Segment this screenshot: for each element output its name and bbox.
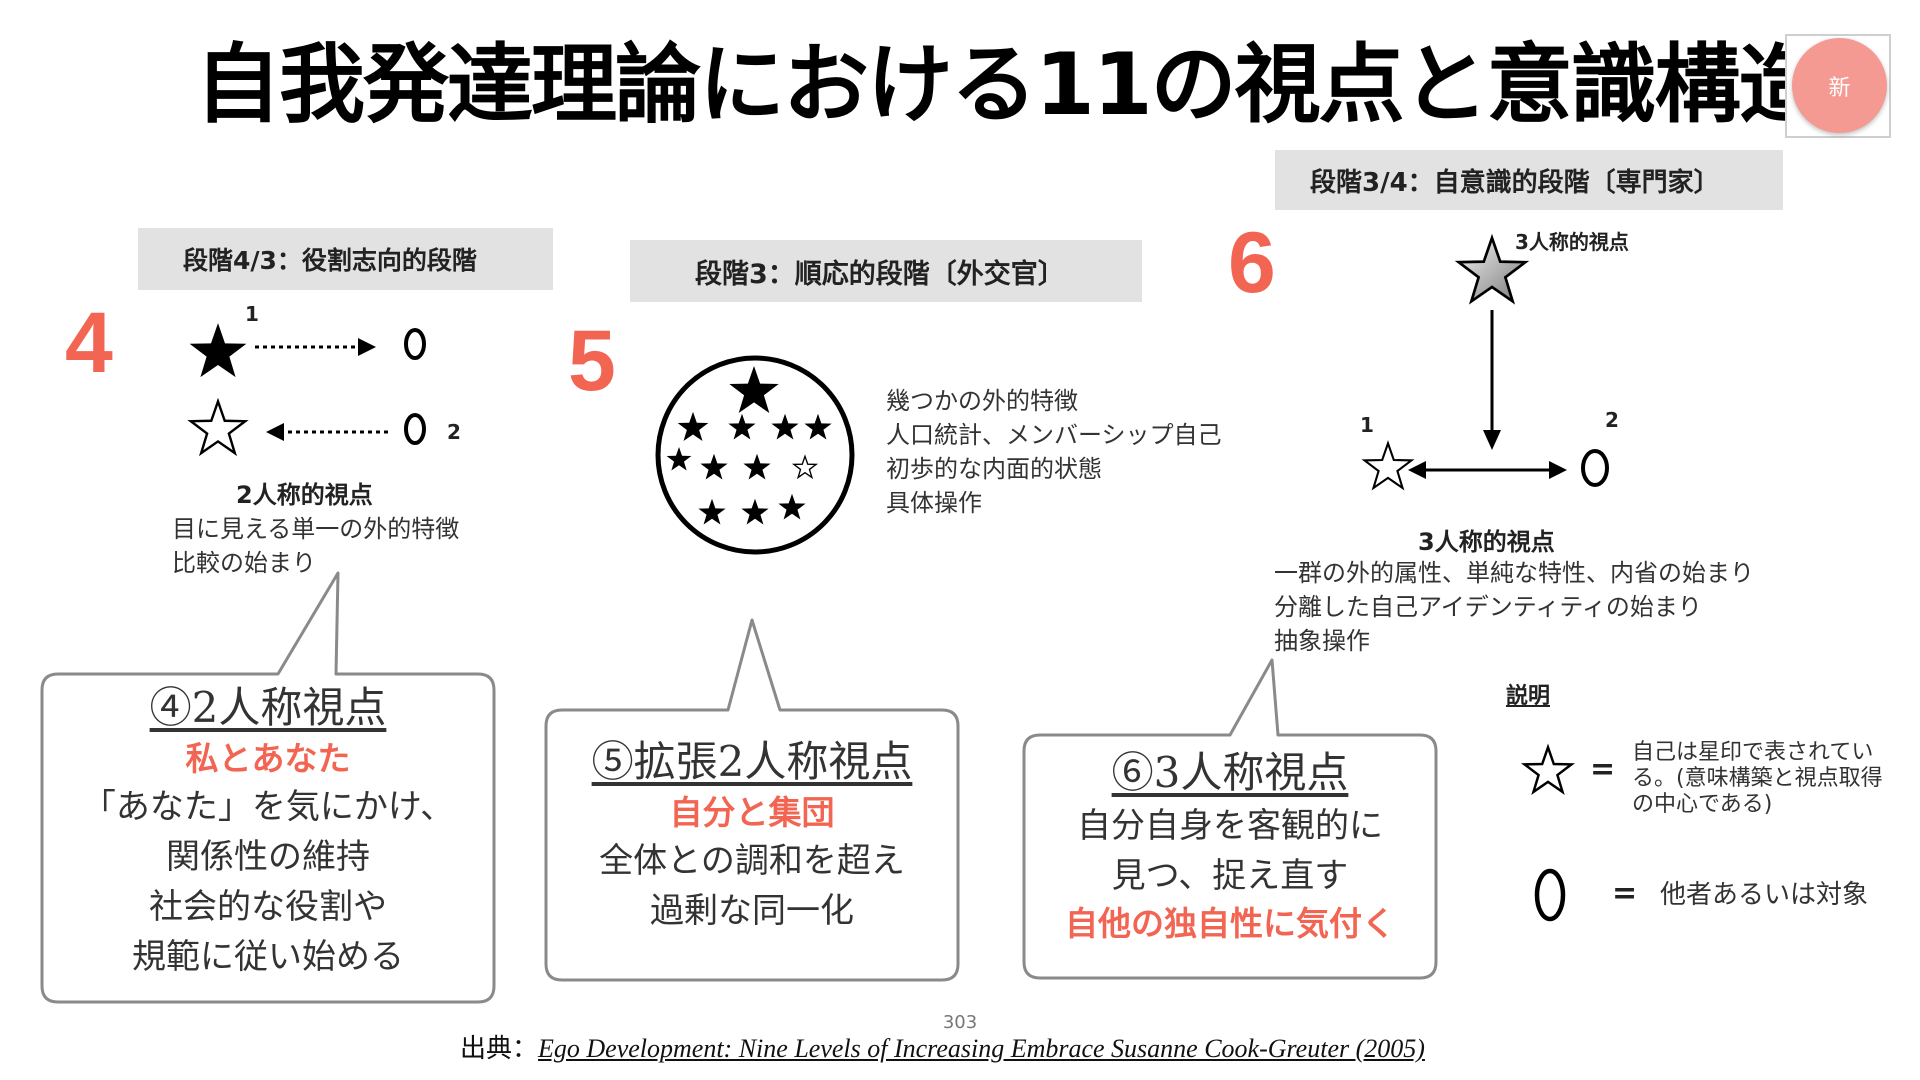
stage-6-line: 抽象操作 (1274, 627, 1370, 655)
star-icon (677, 411, 709, 442)
stage-6-description: 一群の外的属性、単純な特性、内省の始まり 分離した自己アイデンティティの始まり … (1274, 556, 1754, 658)
arrow-right-icon (1549, 461, 1567, 479)
callout-6-emphasis: 自他の独自性に気付く (1065, 904, 1395, 943)
callout-4-emphasis: 私とあなた (185, 739, 351, 778)
star-icon (771, 413, 799, 440)
stage-6-perspective-title: 3人称的視点 (1418, 528, 1555, 556)
marker-2-stage-4: 2 (447, 420, 461, 444)
stage-number-5: 5 (568, 313, 616, 409)
star-icon (700, 453, 728, 480)
filled-star-icon (189, 323, 247, 378)
group-circle (655, 355, 855, 555)
callout-4-line: 規範に従い始める (132, 937, 404, 977)
third-person-star-icon (1454, 233, 1530, 305)
circle-other-icon (404, 328, 426, 360)
stage-6-diagram (1361, 233, 1609, 491)
legend-circle-equals: = (1612, 876, 1638, 911)
marker-1-stage-4: 1 (245, 302, 259, 326)
stage-number-6: 6 (1228, 215, 1276, 311)
callout-6-line: 自分自身を客観的に (1077, 806, 1383, 846)
outline-star-icon (1361, 440, 1415, 491)
stage-4-description: 目に見える単一の外的特徴 比較の始まり (172, 512, 459, 580)
legend-star-line: る。(意味構築と視点取得 (1632, 766, 1883, 791)
arrow-down-icon (1483, 430, 1501, 450)
callout-6-heading: ⑥3人称視点 (1111, 748, 1349, 797)
legend-heading: 説明 (1506, 684, 1551, 709)
outline-star-icon (793, 455, 817, 479)
callout-5: ⑤拡張2人称視点 自分と集団 全体との調和を超え 過剰な同一化 (552, 734, 952, 936)
callout-5-heading: ⑤拡張2人称視点 (591, 737, 913, 786)
stage-label-6: 段階3/4：自意識的段階〔専門家〕 (1275, 150, 1783, 210)
stage-4-line: 目に見える単一の外的特徴 (172, 515, 460, 543)
page-number: 303 (942, 1012, 978, 1033)
stage-5-description: 幾つかの外的特徴 人口統計、メンバーシップ自己 初歩的な内面的状態 具体操作 (886, 384, 1222, 520)
legend-star-text: 自己は星印で表されてい る。(意味構築と視点取得 の中心である) (1632, 740, 1883, 818)
callout-6: ⑥3人称視点 自分自身を客観的に 見つ、捉え直す 自他の独自性に気付く (1030, 745, 1430, 947)
callout-4-line: 社会的な役割や (149, 887, 387, 927)
legend-circle-icon (1534, 868, 1566, 922)
top-perspective-label: 3人称的視点 (1515, 230, 1629, 254)
star-icon (778, 493, 806, 520)
legend-star-line: 自己は星印で表されてい (1632, 740, 1874, 765)
legend-star-equals: = (1590, 752, 1616, 787)
stage-5-star-group-diagram (655, 355, 855, 555)
page-title: 自我発達理論における11の視点と意識構造 (195, 35, 1825, 135)
legend-star-icon (1520, 743, 1576, 795)
arrow-left-icon (1408, 461, 1426, 479)
star-icon (728, 413, 756, 440)
stage-6-line: 分離した自己アイデンティティの始まり (1274, 593, 1702, 621)
star-icon (741, 498, 769, 525)
stage-5-line: 初歩的な内面的状態 (886, 455, 1102, 483)
star-icon (743, 453, 771, 480)
source-citation: 出典：Ego Development: Nine Levels of Incre… (460, 1028, 1425, 1065)
legend-star-line: の中心である) (1632, 792, 1773, 817)
callout-4-heading: ④2人称視点 (149, 683, 387, 732)
arrow-head-left-icon (266, 423, 284, 441)
callout-5-emphasis: 自分と集団 (669, 793, 835, 832)
star-icon (698, 498, 726, 525)
callout-4-line: 関係性の維持 (166, 837, 370, 877)
stage-label-5: 段階3：順応的段階〔外交官〕 (630, 240, 1142, 302)
callout-4: ④2人称視点 私とあなた 「あなた」を気にかけ、 関係性の維持 社会的な役割や … (48, 680, 488, 982)
callout-5-line: 全体との調和を超え (599, 841, 905, 881)
stage-5-line: 人口統計、メンバーシップ自己 (886, 421, 1222, 449)
legend-circle-text: 他者あるいは対象 (1660, 880, 1869, 910)
marker-1-stage-6: 1 (1360, 413, 1374, 437)
stage-4-perspective-title: 2人称的視点 (236, 481, 373, 509)
star-icon (804, 413, 832, 440)
stage-label-4: 段階4/3：役割志向的段階 (138, 228, 553, 290)
star-icon (666, 447, 692, 471)
callout-5-line: 過剰な同一化 (650, 891, 854, 931)
callout-4-line: 「あなた」を気にかけ、 (81, 787, 455, 827)
callout-6-line: 見つ、捉え直す (1111, 856, 1349, 896)
outline-star-icon (187, 397, 249, 457)
stage-number-4: 4 (65, 295, 113, 391)
source-reference-link[interactable]: Ego Development: Nine Levels of Increasi… (538, 1034, 1425, 1063)
stage-6-line: 一群の外的属性、単純な特性、内省の始まり (1274, 559, 1754, 587)
circle-other-icon (1581, 449, 1609, 487)
stage-4-diagram (187, 323, 426, 457)
self-star-icon (729, 366, 779, 413)
new-badge: 新 (1792, 38, 1887, 133)
arrow-head-right-icon (358, 338, 376, 356)
stage-5-line: 幾つかの外的特徴 (886, 387, 1078, 415)
stage-4-line: 比較の始まり (172, 549, 316, 577)
marker-2-stage-6: 2 (1605, 408, 1619, 432)
source-prefix: 出典： (460, 1034, 539, 1063)
circle-self-icon (404, 413, 426, 445)
stage-5-line: 具体操作 (886, 489, 982, 517)
